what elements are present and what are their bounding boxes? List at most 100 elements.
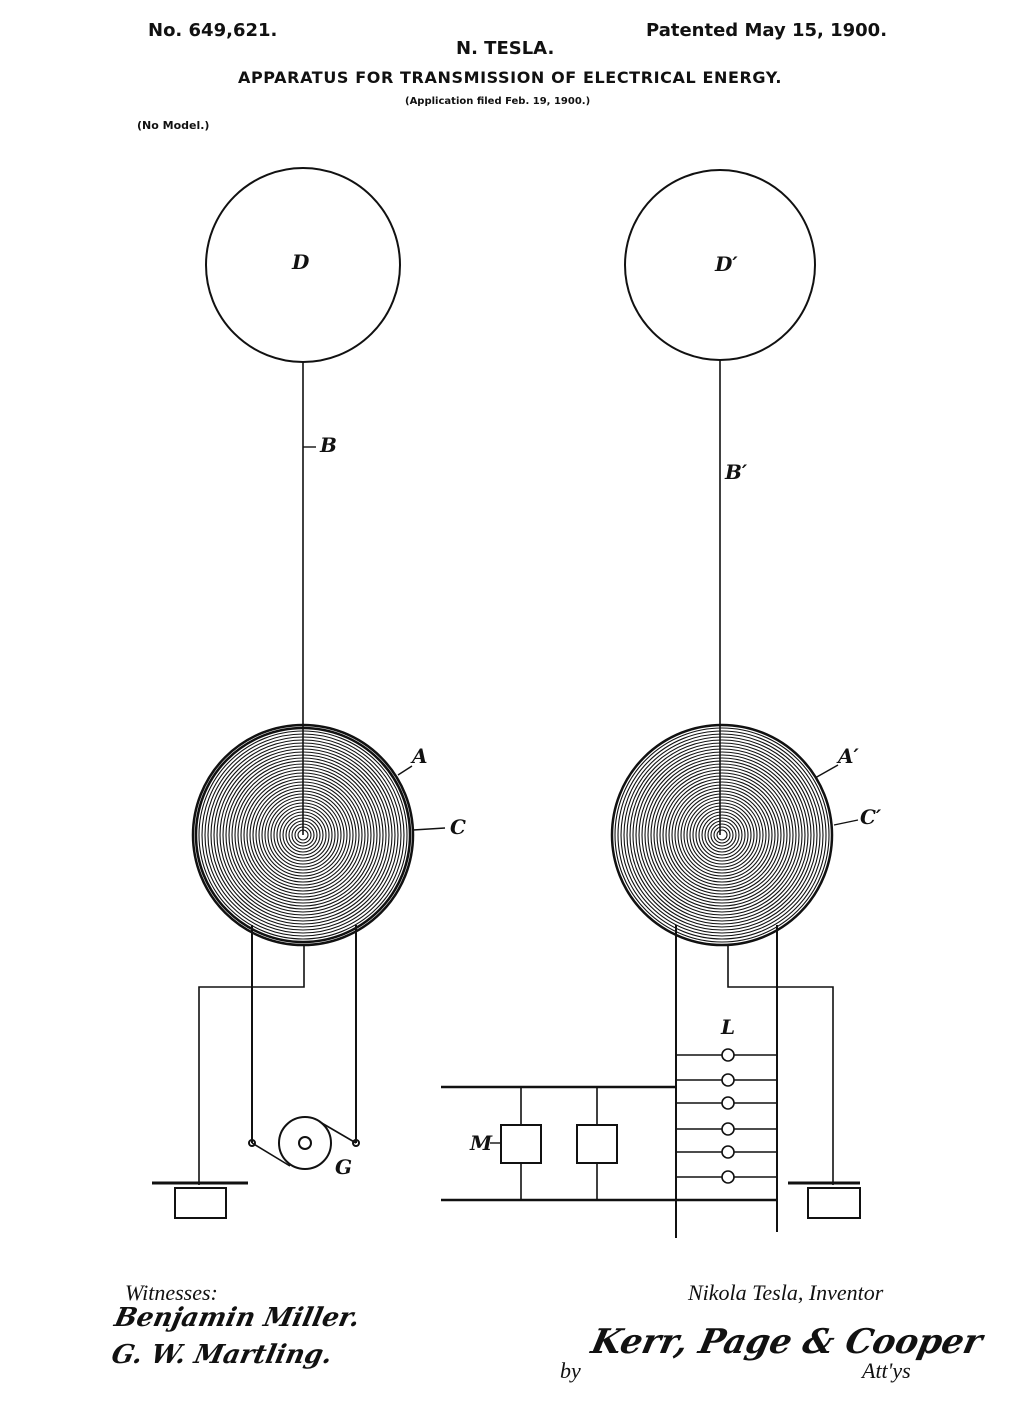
coil-turn: [210, 742, 396, 928]
coil-turn: [219, 751, 387, 919]
coil-turn: [231, 763, 375, 907]
coil-turn: [638, 751, 806, 919]
coil-turn: [273, 805, 333, 865]
label-d-prime: D′: [715, 252, 738, 276]
label-l: L: [721, 1015, 736, 1039]
patent-date: Patented May 15, 1900.: [646, 20, 888, 41]
coil-turn: [626, 739, 818, 931]
coil-turn: [222, 754, 384, 916]
coil-turn: [647, 760, 797, 910]
coil-turn: [198, 730, 408, 940]
coil-turn: [668, 781, 776, 889]
coil-turn: [677, 790, 767, 880]
coil-turn: [656, 769, 788, 901]
coil-turn: [629, 742, 815, 928]
coil-turn: [620, 733, 824, 937]
coil-turn: [240, 772, 366, 898]
coil-turn: [617, 730, 827, 940]
coil-turn: [680, 793, 764, 877]
generator-g: [278, 1116, 332, 1170]
coil-turn: [249, 781, 357, 889]
coil-turn: [267, 799, 339, 871]
supply-mains: [441, 1085, 777, 1202]
coil-turn: [704, 817, 740, 853]
coil-turn: [255, 787, 351, 883]
coil-turn: [234, 766, 372, 904]
coil-turn: [282, 814, 324, 856]
leader-c-prime: [833, 819, 859, 826]
label-b-prime: B′: [725, 460, 748, 484]
coil-turn: [659, 772, 785, 898]
coil-turn: [201, 733, 405, 937]
coil-turn: [285, 817, 321, 853]
label-c-prime: C′: [860, 805, 882, 829]
spiral-coil-a-prime: [610, 723, 834, 947]
lamp: [721, 1073, 735, 1087]
transmitter-circuit: [152, 925, 360, 1219]
patent-title: APPARATUS FOR TRANSMISSION OF ELECTRICAL…: [238, 68, 783, 87]
coil-turn: [614, 727, 830, 943]
label-b: B: [320, 433, 337, 457]
label-d: D: [292, 250, 310, 274]
spiral-coil-a: [191, 723, 415, 947]
coil-turn: [707, 820, 737, 850]
coil-turn: [228, 760, 378, 910]
coil-turn: [710, 823, 734, 847]
ground-plate-left: [174, 1187, 227, 1219]
witness-signature-1: Benjamin Miller.: [111, 1303, 363, 1333]
coil-turn: [635, 748, 809, 922]
coil-turn: [191, 723, 415, 947]
label-m: M: [470, 1131, 493, 1155]
coil-turn: [650, 763, 794, 907]
coil-turn: [662, 775, 782, 895]
label-a-prime: A′: [838, 744, 859, 768]
coil-turn: [623, 736, 821, 934]
lamp: [721, 1170, 735, 1184]
coil-turn: [671, 784, 773, 886]
leader-c: [412, 827, 446, 831]
lamps-l: [676, 1048, 777, 1184]
coil-turn: [297, 829, 309, 841]
witness-signature-2: G. W. Martling.: [108, 1340, 336, 1370]
ground-plate-right: [807, 1187, 861, 1219]
coil-turn: [692, 805, 752, 865]
coil-turn: [258, 790, 348, 880]
coil-turn: [194, 726, 412, 944]
coil-turn: [695, 808, 749, 862]
attorneys-signature: Kerr, Page & Cooper: [587, 1322, 986, 1362]
inventor-header: N. TESLA.: [456, 38, 555, 59]
leader-a-prime: [814, 764, 839, 779]
coil-turn: [689, 802, 755, 868]
motor-m: [500, 1124, 542, 1164]
coil-turn: [653, 766, 791, 904]
coil-turn: [237, 769, 369, 901]
coil-turn: [610, 723, 834, 947]
coil-turn: [270, 802, 336, 868]
inventor-line: Nikola Tesla, Inventor: [688, 1280, 884, 1305]
coil-turn: [686, 799, 758, 871]
coil-turn: [291, 823, 315, 847]
coil-turn: [698, 811, 746, 859]
motor-2: [576, 1124, 618, 1164]
coil-turn: [701, 814, 743, 856]
coil-turn: [213, 745, 393, 925]
coil-turn: [243, 775, 363, 895]
coil-turn: [641, 754, 803, 916]
lamp: [721, 1145, 735, 1159]
leader-a: [397, 765, 413, 776]
coil-turn: [264, 796, 342, 874]
coil-turn: [276, 808, 330, 862]
attorneys-label: Att'ys: [862, 1358, 911, 1383]
lamp: [721, 1048, 735, 1062]
by-label: by: [560, 1358, 581, 1383]
coil-turn: [632, 745, 812, 925]
lamp: [721, 1122, 735, 1136]
coil-turn: [683, 796, 761, 874]
coil-turn: [225, 757, 381, 913]
coil-turn: [207, 739, 399, 931]
coil-turn: [644, 757, 800, 913]
coil-turn: [674, 787, 770, 883]
coil-turn: [288, 820, 318, 850]
coil-turn: [716, 829, 728, 841]
receiver-circuit: [441, 925, 861, 1238]
